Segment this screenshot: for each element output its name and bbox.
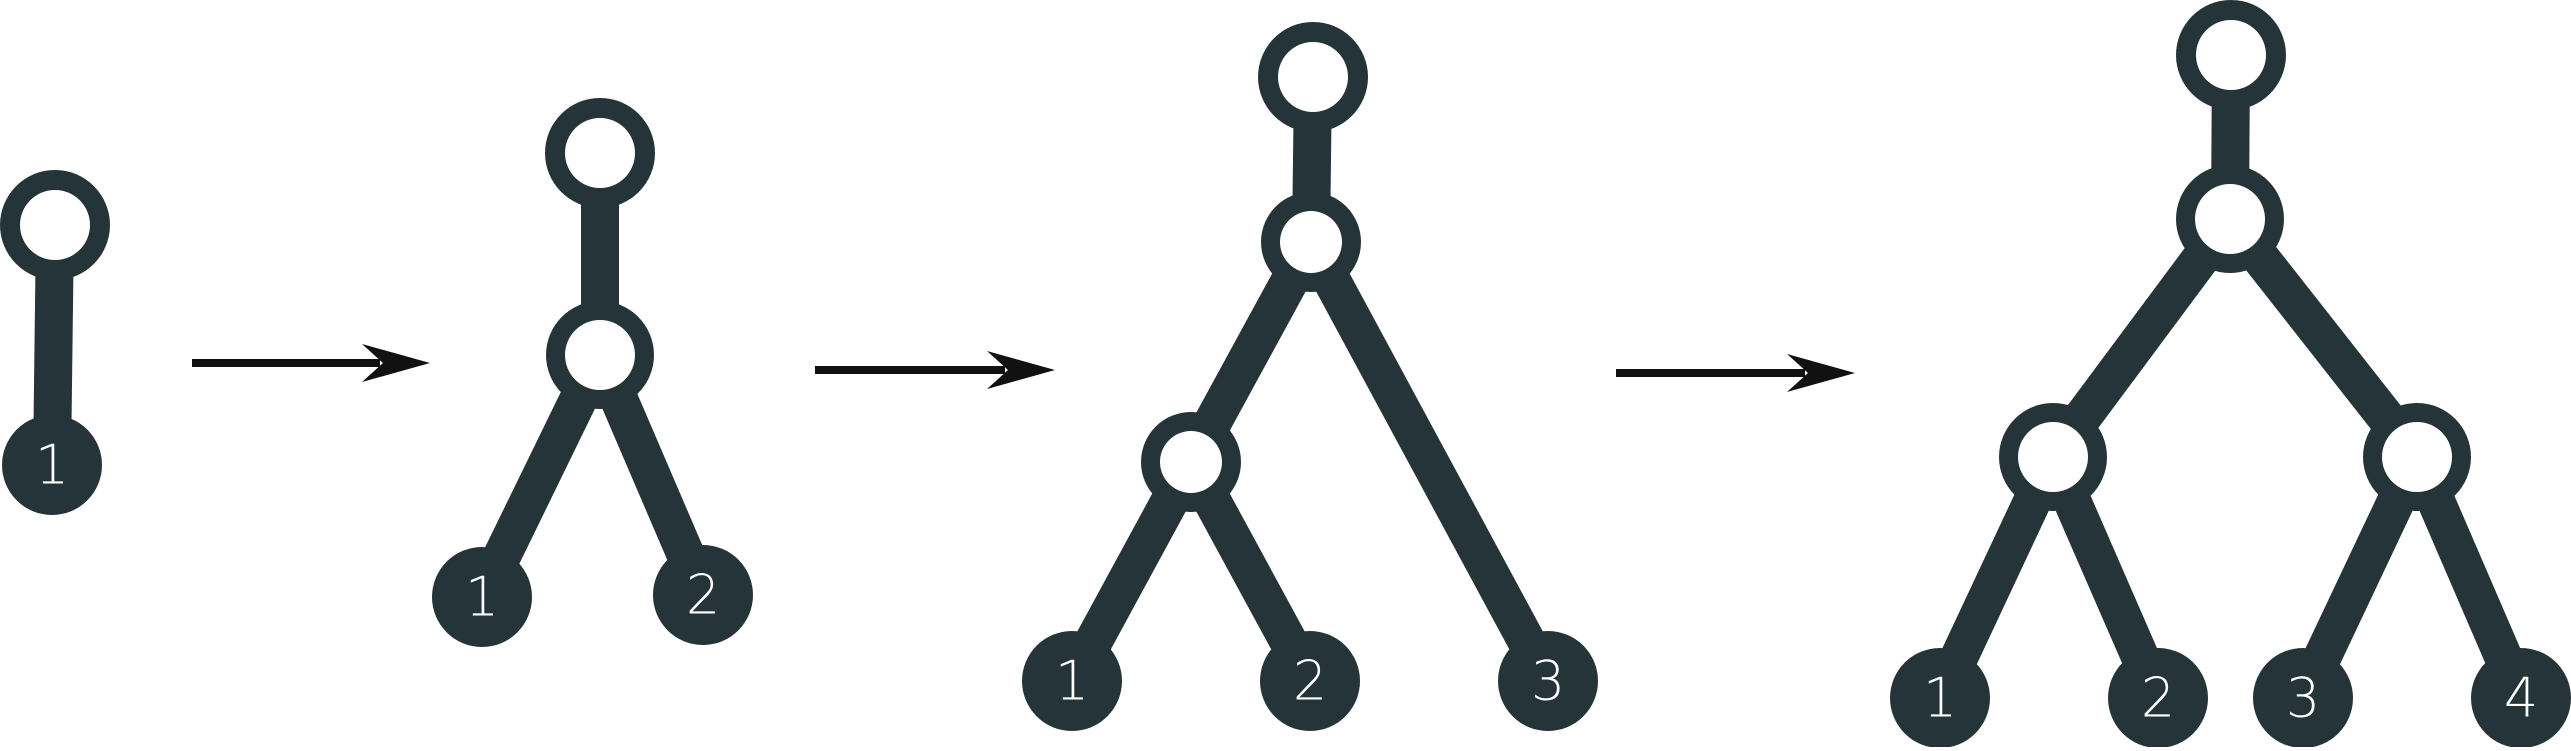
stage-3-internal-node-b-hole — [1160, 431, 1222, 493]
arrow-2-head — [987, 351, 1055, 389]
stage-2-leaf-1 — [432, 547, 532, 647]
stage-4-leaf-3-label: 3 — [2286, 667, 2320, 730]
stage-3-tree: 1 2 3 — [1022, 22, 1598, 731]
transition-arrow-1 — [192, 344, 430, 382]
stage-2-tree: 1 2 — [432, 98, 753, 647]
stage-1-tree: 1 — [0, 170, 110, 515]
transition-arrow-2 — [815, 351, 1055, 389]
stage-4-leaf-1-label: 1 — [1923, 667, 1957, 730]
arrow-3-head — [1787, 354, 1855, 392]
stage-3-leaf-3 — [1498, 631, 1598, 731]
stage-4-internal-node-top-hole — [2195, 184, 2265, 254]
stage-3-root-node-hole — [1278, 42, 1348, 112]
stage-2-internal-node-hole — [565, 320, 635, 390]
stage-4-leaf-2 — [2108, 648, 2208, 748]
stage-4-leaf-2-label: 2 — [2141, 667, 2175, 730]
stage-2-root-node-hole — [565, 118, 635, 188]
stage-4-leaf-1 — [1890, 648, 1990, 748]
stage-2-leaf-2 — [653, 545, 753, 645]
stage-4-leaf-4-label: 4 — [2504, 667, 2538, 730]
arrow-1-head — [362, 344, 430, 382]
stage-3-leaf-1 — [1022, 631, 1122, 731]
stage-2-leaf-2-label: 2 — [686, 564, 720, 627]
stage-1-leaf-1-label: 1 — [35, 434, 69, 497]
stage-4-tree: 1 2 3 4 — [1890, 0, 2571, 748]
stage-4-leaf-3 — [2253, 648, 2353, 748]
stage-2-leaf-1-label: 1 — [465, 566, 499, 629]
stage-4-leaf-4 — [2471, 648, 2571, 748]
stage-4-internal-node-right-hole — [2382, 422, 2452, 492]
stage-4-internal-node-left-hole — [2018, 422, 2088, 492]
stage-3-leaf-2 — [1260, 631, 1360, 731]
stage-4-root-node-hole — [2196, 20, 2266, 90]
stage-3-leaf-1-label: 1 — [1055, 650, 1089, 713]
stage-3-edge-internal-a-leaf3 — [1294, 232, 1565, 691]
stage-1-root-node-hole — [20, 190, 90, 260]
stage-3-leaf-2-label: 2 — [1293, 650, 1327, 713]
stage-3-leaf-3-label: 3 — [1531, 650, 1565, 713]
stage-3-internal-node-a-hole — [1280, 211, 1342, 273]
transition-arrow-3 — [1616, 354, 1855, 392]
stage-1-leaf-1 — [2, 415, 102, 515]
